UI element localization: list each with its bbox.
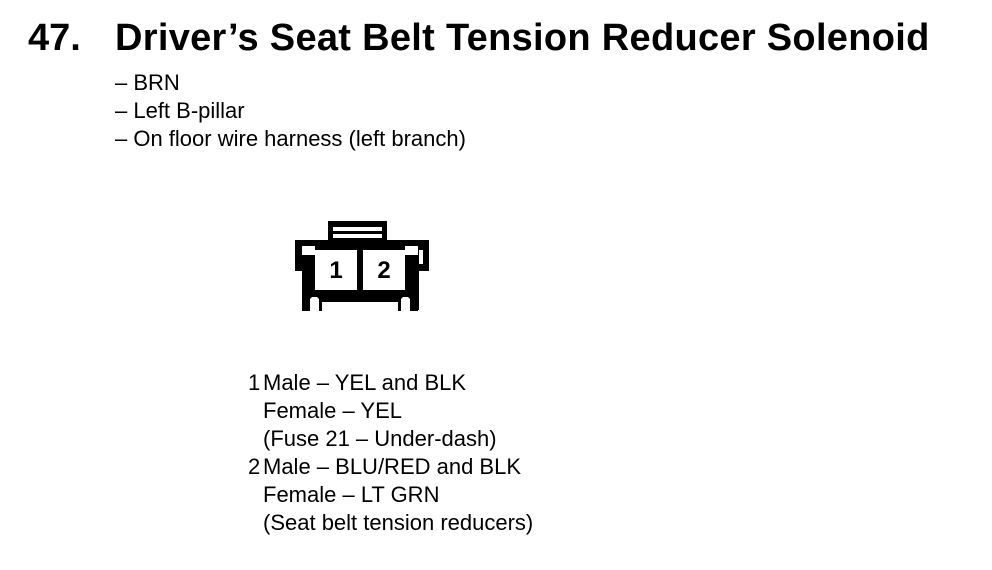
right-shoulder-edge xyxy=(423,240,429,270)
left-shoulder-slot xyxy=(302,246,315,255)
pin-line-female: Female – LT GRN xyxy=(263,482,440,507)
pin-line-circuit: (Seat belt tension reducers) xyxy=(263,510,534,535)
cavity-2 xyxy=(363,254,405,290)
cavity-divider xyxy=(357,250,363,294)
right-shoulder-slot xyxy=(405,246,418,255)
component-details: – BRN – Left B-pillar – On floor wire ha… xyxy=(115,69,466,153)
detail-location: – Left B-pillar xyxy=(115,98,245,123)
cavity-1 xyxy=(315,254,357,290)
pin-number: 2 xyxy=(248,454,261,479)
page-title: Driver’s Seat Belt Tension Reducer Solen… xyxy=(115,17,930,59)
pin-entry-1: 1 Male – YEL and BLK Female – YEL (Fuse … xyxy=(248,369,533,453)
lock-tab-slot-2 xyxy=(333,234,382,238)
pin-line-female: Female – YEL xyxy=(263,398,403,423)
left-foot-notch xyxy=(310,297,319,315)
pin-description: Male – YEL and BLK Female – YEL (Fuse 21… xyxy=(263,369,497,453)
left-shoulder-edge xyxy=(295,240,302,270)
pin-description: Male – BLU/RED and BLK Female – LT GRN (… xyxy=(263,453,533,537)
body-top-bar xyxy=(295,240,429,250)
connector-cutouts xyxy=(302,227,418,315)
detail-harness: – On floor wire harness (left branch) xyxy=(115,126,466,151)
cavity-1-label: 1 xyxy=(329,257,342,284)
pin-line-circuit: (Fuse 21 – Under-dash) xyxy=(263,426,497,451)
lock-tab-slot-1 xyxy=(333,227,382,231)
pin-number: 1 xyxy=(248,370,261,395)
pin-entry-2: 2 Male – BLU/RED and BLK Female – LT GRN… xyxy=(248,453,533,537)
pin-line-male: Male – BLU/RED and BLK xyxy=(263,454,522,479)
cavity-2-label: 2 xyxy=(377,257,390,284)
right-foot-notch xyxy=(401,297,410,315)
connector-diagram: 1 2 xyxy=(295,221,429,315)
pin-list: 1 Male – YEL and BLK Female – YEL (Fuse … xyxy=(248,369,533,537)
detail-wire-color: – BRN xyxy=(115,70,180,95)
item-number: 47. xyxy=(28,17,81,59)
pin-line-male: Male – YEL and BLK xyxy=(263,370,467,395)
body-bottom-bar xyxy=(302,290,418,302)
